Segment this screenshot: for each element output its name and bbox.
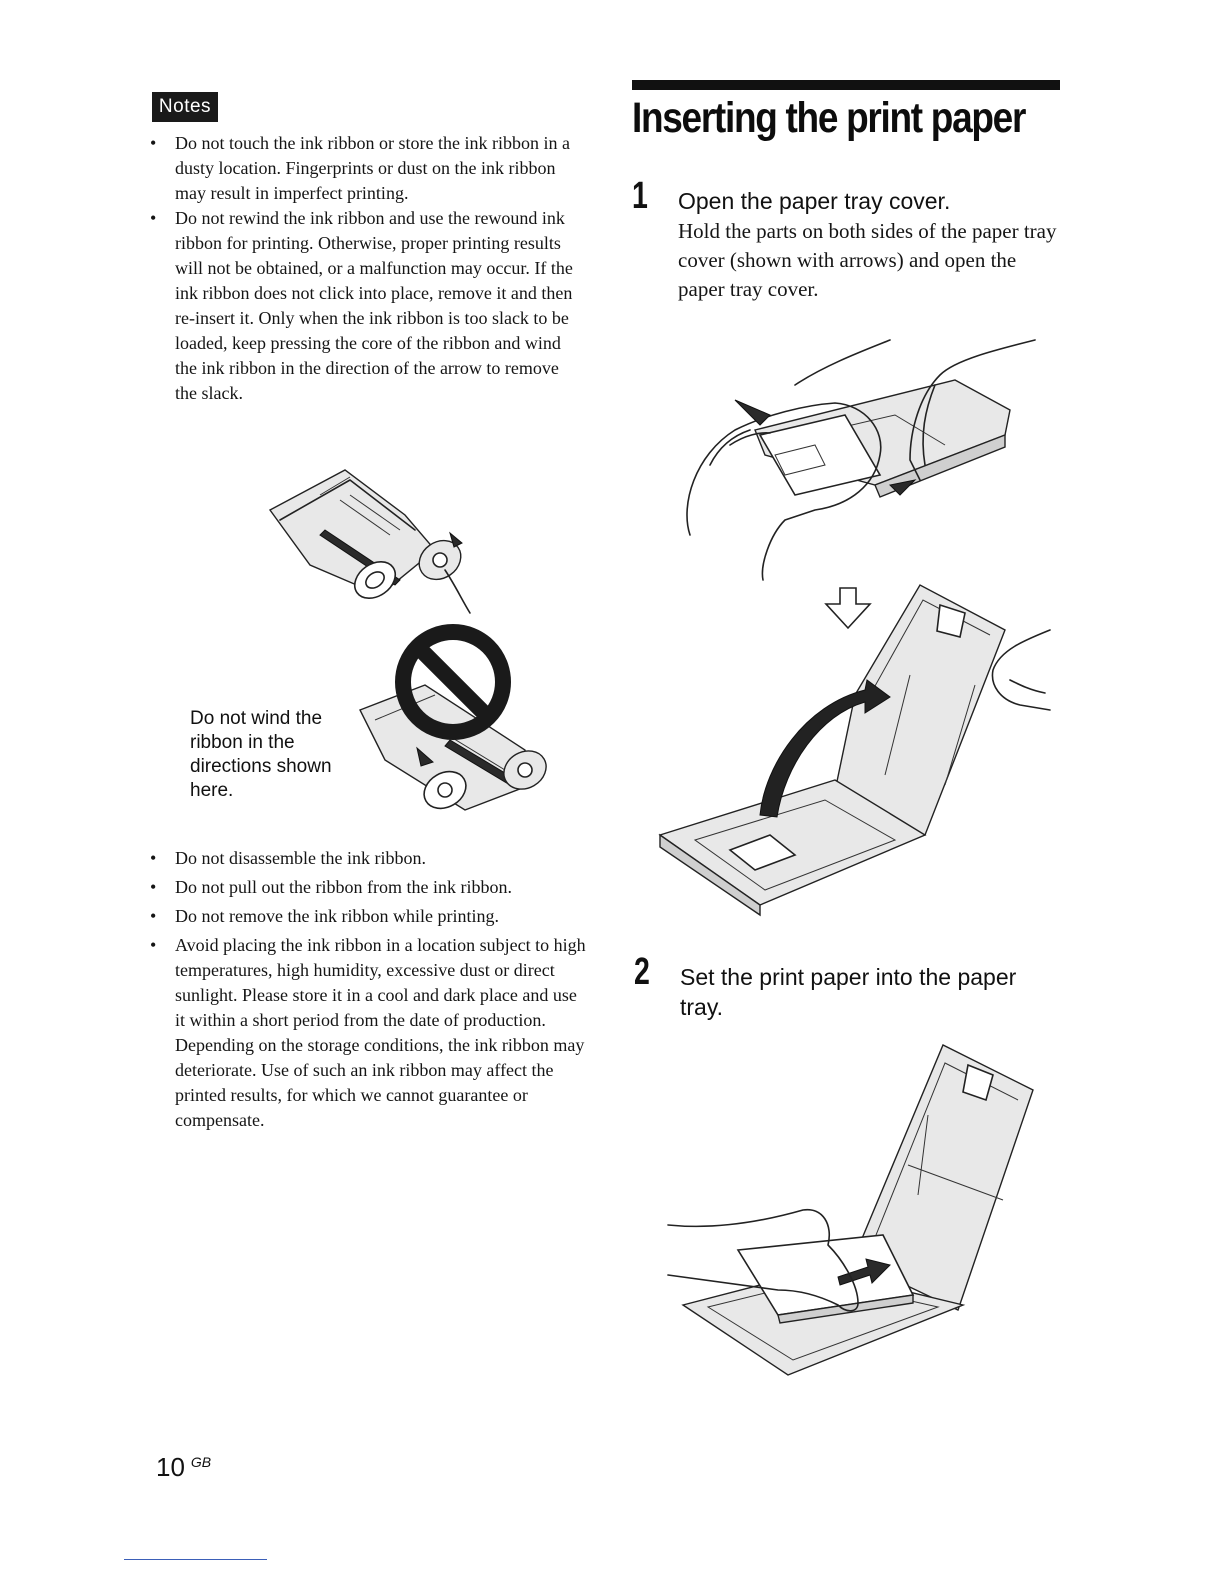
note-item-remove: Do not remove the ink ribbon while print… [150,904,590,929]
hand-right-2 [991,629,1051,711]
tray-cover-open-2 [852,1044,1034,1311]
down-arrow-icon [824,587,872,630]
step-2-number: 2 [634,951,650,993]
print-paper-stack [736,1234,915,1324]
hand-left [686,339,891,581]
notes-list-top: Do not touch the ink ribbon or store the… [150,131,585,406]
curved-open-arrow [759,679,891,818]
hand-right [909,339,1036,481]
notes-list-bottom: Do not disassemble the ink ribbon. Do no… [150,846,590,1137]
step-1-body: Hold the parts on both sides of the pape… [678,219,1057,301]
page-number-value: 10 [156,1452,185,1482]
press-arrow-icons [734,399,917,496]
open-cover-illustration [686,339,1036,581]
footer-rule [124,1559,267,1560]
note-item-pull: Do not pull out the ribbon from the ink … [150,875,590,900]
note-item-rewind: Do not rewind the ink ribbon and use the… [150,206,585,406]
prohibited-wind-illustration [359,624,547,811]
page-suffix: GB [190,1454,212,1470]
paper-tray-closed [754,379,1011,498]
prohibition-icon [395,624,511,740]
ink-ribbon-cartridge-small [359,684,547,811]
step-1-number: 1 [632,175,648,217]
open-tray-illustration [658,584,1051,917]
step-2-heading: Set the print paper into the paper tray. [680,964,1017,1020]
note-item-storage: Avoid placing the ink ribbon in a locati… [150,933,590,1133]
ink-ribbon-cartridge [268,469,463,599]
note-item-disassemble: Do not disassemble the ink ribbon. [150,846,590,871]
step-1-heading: Open the paper tray cover. [678,188,951,214]
tray-cover-open [829,584,1006,836]
finger-line [444,569,471,614]
title-rule [632,80,1060,90]
ink-ribbon-wind-illustration [268,469,471,614]
hand-inserting [667,1209,859,1312]
page-title: Inserting the print paper [632,94,1026,142]
warning-caption: Do not wind the ribbon in the directions… [190,708,332,801]
page-number: 10 GB [156,1452,211,1483]
note-item-dust: Do not touch the ink ribbon or store the… [150,131,585,206]
notes-label: Notes [152,92,218,122]
insert-paper-illustration [667,1044,1034,1376]
